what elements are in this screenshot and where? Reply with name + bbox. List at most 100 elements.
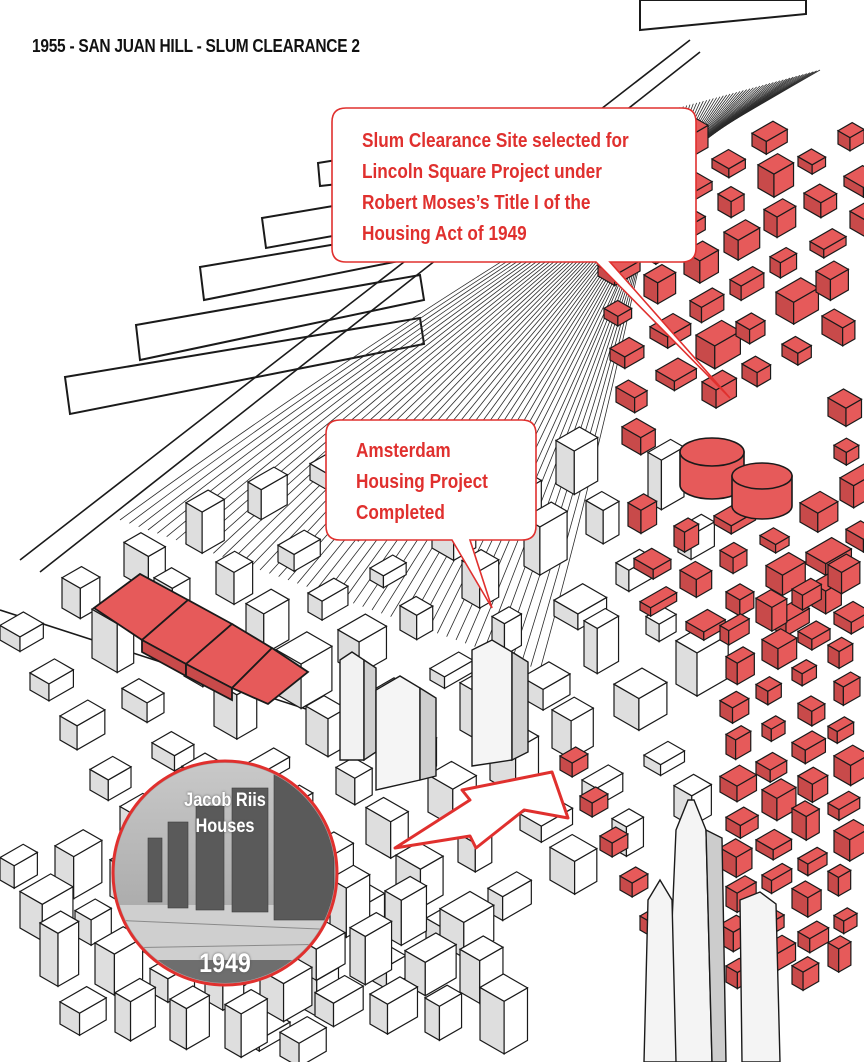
building (276, 529, 322, 556)
clearance-building (632, 547, 673, 571)
red-building (718, 690, 751, 709)
building (120, 678, 166, 704)
building (423, 984, 463, 1007)
red-building (826, 636, 854, 653)
clearance-building (768, 246, 798, 264)
red-building (826, 790, 861, 811)
building (328, 864, 371, 889)
red-building (718, 838, 754, 858)
red-building (724, 646, 756, 664)
red-building (796, 695, 827, 713)
building (58, 985, 108, 1014)
clearance-building (684, 608, 727, 633)
building (552, 583, 608, 615)
building (610, 808, 645, 828)
red-building (790, 659, 818, 675)
red-building (832, 671, 862, 688)
clearance-building (844, 520, 864, 541)
red-building (754, 751, 788, 771)
clearance-building (758, 527, 791, 546)
callout-line: Amsterdam (356, 440, 451, 462)
building (490, 606, 523, 625)
building (274, 631, 334, 665)
building (368, 554, 408, 577)
building (349, 926, 366, 986)
building (184, 489, 226, 513)
red-building (724, 875, 758, 894)
red-building (832, 907, 859, 922)
clearance-building (838, 463, 864, 487)
building (364, 796, 410, 823)
red-building (760, 778, 798, 800)
clearance-building (756, 152, 795, 175)
red-building (754, 676, 783, 692)
callout-line: Completed (356, 502, 445, 524)
building (582, 607, 620, 630)
inset-photo-year: 1949 (199, 948, 251, 978)
red-building (598, 826, 630, 844)
building (458, 935, 505, 962)
clearance-building (740, 355, 772, 374)
building (612, 667, 669, 700)
building (73, 898, 113, 921)
clearance-building (642, 263, 677, 284)
clearance-building (820, 308, 857, 329)
building (150, 730, 196, 757)
skyscrapers (339, 639, 781, 1062)
building (246, 466, 289, 491)
building (486, 871, 533, 898)
building (336, 613, 388, 643)
clearance-building (710, 148, 747, 170)
building (334, 756, 374, 779)
clearance-building (608, 336, 646, 358)
callout-bubbles (325, 107, 731, 609)
building (39, 921, 59, 988)
clearance-building (734, 312, 767, 331)
red-building (796, 920, 830, 940)
red-building (796, 620, 832, 641)
clearance-building (602, 299, 633, 318)
direction-arrow (393, 770, 570, 850)
callout-line: Robert Moses’s Title I of the (362, 192, 591, 214)
red-building (832, 744, 864, 767)
red-building (618, 866, 650, 884)
red-building (558, 746, 590, 764)
clearance-building (780, 335, 813, 354)
inset-label-line: Jacob Riis (184, 790, 266, 811)
red-building (790, 956, 820, 973)
page-title: 1955 - SAN JUAN HILL - SLUM CLEARANCE 2 (32, 36, 360, 56)
clearance-building (648, 312, 692, 338)
clearance-building (842, 164, 864, 189)
building (60, 565, 102, 589)
waterfront-red-blocks (92, 572, 310, 706)
clearance-building (836, 121, 864, 139)
clearance-building (853, 479, 864, 509)
building (584, 490, 621, 512)
inset-photo-label: Jacob Riis Houses (169, 788, 281, 840)
clearance-building (724, 583, 756, 601)
clearance-building (614, 379, 649, 399)
red-building (790, 800, 821, 818)
building (38, 910, 80, 934)
clearance-building (848, 202, 864, 220)
clearance-building (620, 417, 657, 439)
building (278, 1015, 328, 1044)
red-building (850, 614, 864, 635)
building (0, 611, 45, 638)
building (520, 661, 572, 691)
red-building (826, 716, 855, 733)
clearance-building (796, 148, 827, 166)
building (478, 973, 529, 1002)
inset-photo (111, 759, 339, 987)
building (53, 828, 104, 858)
building (0, 843, 39, 867)
clearance-building (716, 185, 746, 203)
building (672, 773, 713, 797)
callout-line: Housing Project (356, 471, 488, 493)
red-building (760, 715, 787, 730)
callout-line: Slum Clearance Site selected for (362, 130, 629, 152)
red-building (796, 846, 829, 865)
clearance-building (638, 585, 678, 609)
